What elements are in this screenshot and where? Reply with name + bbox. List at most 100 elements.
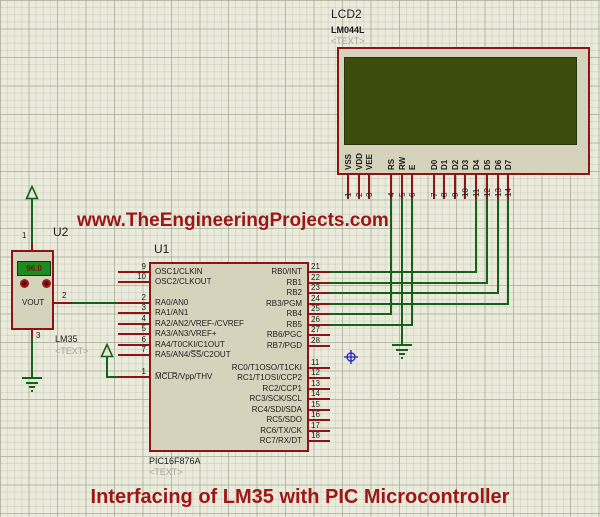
lcd-pin-name-D2: D2: [451, 159, 460, 170]
lcd-pin-stub-7[interactable]: [433, 174, 435, 199]
mcu-pin-stub-26[interactable]: [308, 324, 330, 326]
wire-rb4-rs-v[interactable]: [390, 199, 392, 315]
lcd-pin-name-VDD: VDD: [355, 153, 364, 170]
lcd-pin-stub-6[interactable]: [411, 174, 413, 199]
mcu-pin-name: RC5/SDO: [266, 415, 302, 424]
lcd-pin-stub-5[interactable]: [401, 174, 403, 199]
lcd-pin-stub-13[interactable]: [497, 174, 499, 199]
sensor-pin-number-3: 3: [36, 331, 41, 340]
lcd-pin-stub-3[interactable]: [368, 174, 370, 199]
lcd-pin-stub-9[interactable]: [454, 174, 456, 199]
mcu-pin-stub-25[interactable]: [308, 313, 330, 315]
mcu-pin-stub-23[interactable]: [308, 292, 330, 294]
wire-rb0-d4-h[interactable]: [330, 271, 477, 273]
wire-rb3-d7-h[interactable]: [330, 303, 509, 305]
mcu-pin-name: RC6/TX/CK: [260, 426, 302, 435]
mcu-pin-stub-5[interactable]: [118, 333, 149, 335]
lcd-part-label: LM044L: [331, 25, 365, 35]
sensor-adjust-button-down[interactable]: [42, 279, 51, 288]
mcu-pin-stub-18[interactable]: [308, 440, 330, 442]
wire-vout-ra0[interactable]: [72, 302, 118, 304]
lcd-pin-stub-12[interactable]: [486, 174, 488, 199]
lcd-pin-number-9: 9: [451, 192, 460, 197]
mcu-pin-name: OSC2/CLKOUT: [155, 277, 212, 286]
mcu-pin-stub-27[interactable]: [308, 334, 330, 336]
ground-icon[interactable]: [22, 377, 42, 393]
mcu-pin-name: RA3/AN3/VREF+: [155, 329, 217, 338]
lcd-pin-stub-10[interactable]: [464, 174, 466, 199]
wire-rb2-d6-v[interactable]: [497, 199, 499, 294]
lcd-pin-name-D4: D4: [472, 159, 481, 170]
lcd-pin-number-11: 11: [472, 188, 481, 197]
mcu-pin-stub-24[interactable]: [308, 303, 330, 305]
mcu-pin-stub-6[interactable]: [118, 344, 149, 346]
lcd-pin-stub-11[interactable]: [475, 174, 477, 199]
mcu-pin-stub-28[interactable]: [308, 345, 330, 347]
sensor-pin-stub-3[interactable]: [31, 329, 33, 338]
mcu-pin-stub-4[interactable]: [118, 323, 149, 325]
ground-bar: [392, 344, 412, 346]
mcu-pin-stub-9[interactable]: [118, 271, 149, 273]
mcu-pin-stub-2[interactable]: [118, 302, 149, 304]
wire-rb0-d4-v[interactable]: [475, 199, 477, 273]
mcu-pin-number-27: 27: [311, 325, 320, 334]
wire-rw-gnd[interactable]: [401, 199, 403, 344]
mcu-pin-name: RA2/AN2/VREF-/CVREF: [155, 319, 244, 328]
mcu-pin-name: RB1: [286, 278, 302, 287]
ground-icon[interactable]: [392, 344, 412, 360]
mcu-pin-stub-14[interactable]: [308, 398, 330, 400]
mcu-pin-stub-22[interactable]: [308, 282, 330, 284]
mcu-pin-number-28: 28: [311, 336, 320, 345]
mcu-pin-name: RB3/PGM: [265, 299, 302, 308]
mcu-pin-number-1: 1: [141, 367, 146, 376]
mcu-pin-stub-1[interactable]: [118, 376, 149, 378]
lcd-pin-name-D5: D5: [483, 159, 492, 170]
lcd-pin-number-12: 12: [483, 188, 492, 197]
wire-rb5-e-v[interactable]: [411, 199, 413, 326]
wire-mclr-power-h[interactable]: [106, 376, 120, 378]
wire-sensor-vdd[interactable]: [31, 199, 33, 243]
wire-rb1-d5-v[interactable]: [486, 199, 488, 284]
mcu-pin-name: RA1/AN1: [155, 308, 189, 317]
sensor-component[interactable]: 96.0 VOUT: [11, 250, 54, 330]
mcu-pin-stub-3[interactable]: [118, 312, 149, 314]
wire-rb3-d7-v[interactable]: [507, 199, 509, 305]
mcu-pin-name: RB5: [286, 320, 302, 329]
wire-rb2-d6-h[interactable]: [330, 292, 499, 294]
mcu-pin-stub-16[interactable]: [308, 419, 330, 421]
mcu-pin-stub-11[interactable]: [308, 367, 330, 369]
wire-mclr-power-v[interactable]: [106, 357, 108, 378]
mcu-pin-number-14: 14: [311, 389, 320, 398]
mcu-component[interactable]: [149, 262, 309, 452]
sensor-adjust-button-up[interactable]: [20, 279, 29, 288]
lcd-pin-stub-2[interactable]: [358, 174, 360, 199]
sensor-pin-stub-1[interactable]: [31, 243, 33, 251]
lcd-pin-number-1: 1: [344, 192, 353, 197]
lcd-pin-stub-4[interactable]: [390, 174, 392, 199]
mcu-pin-number-10: 10: [137, 272, 146, 281]
lcd-pin-stub-14[interactable]: [507, 174, 509, 199]
wire-sensor-gnd[interactable]: [31, 337, 33, 378]
lcd-pin-stub-8[interactable]: [443, 174, 445, 199]
power-arrow-icon[interactable]: [99, 343, 115, 358]
wire-rb5-e-h[interactable]: [330, 324, 413, 326]
lcd-pin-number-2: 2: [355, 192, 364, 197]
power-arrow-icon[interactable]: [24, 185, 40, 200]
mcu-pin-name: RB0/INT: [271, 267, 302, 276]
mcu-pin-number-5: 5: [141, 324, 146, 333]
mcu-pin-stub-13[interactable]: [308, 388, 330, 390]
lcd-component[interactable]: [337, 47, 590, 175]
lcd-pin-number-13: 13: [494, 188, 503, 197]
mcu-pin-stub-12[interactable]: [308, 377, 330, 379]
lcd-pin-stub-1[interactable]: [347, 174, 349, 199]
mcu-pin-stub-21[interactable]: [308, 271, 330, 273]
mcu-pin-stub-7[interactable]: [118, 354, 149, 356]
mcu-pin-stub-15[interactable]: [308, 409, 330, 411]
mcu-pin-stub-17[interactable]: [308, 430, 330, 432]
mcu-pin-name: RB4: [286, 309, 302, 318]
wire-rb1-d5-h[interactable]: [330, 282, 488, 284]
sensor-pin-stub-2[interactable]: [53, 302, 72, 304]
mcu-pin-stub-10[interactable]: [118, 281, 149, 283]
wire-rb4-rs-h[interactable]: [330, 313, 392, 315]
